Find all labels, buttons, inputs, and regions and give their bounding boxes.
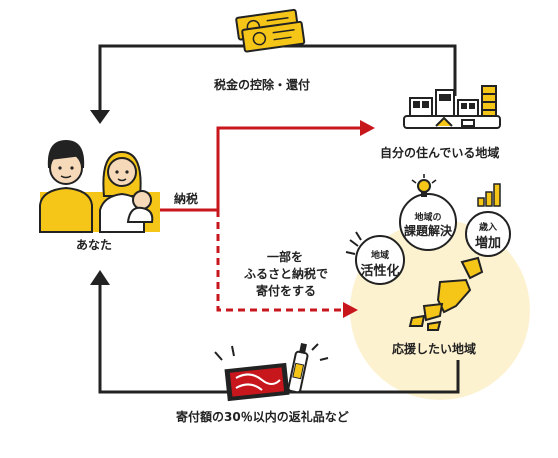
tax-payment-arrowhead [360, 120, 375, 136]
tax-deduction-label: 税金の控除・還付 [214, 78, 311, 92]
bubble-revenue-increase [465, 211, 511, 257]
bar-chart-icon [477, 183, 501, 207]
tax-payment-label: 納税 [174, 192, 199, 206]
lightbulb-icon [411, 174, 437, 197]
return-gifts-label: 寄付額の30％以内の返礼品など [176, 410, 349, 424]
japan-map-icon [408, 256, 484, 331]
you-label: あなた [76, 238, 113, 252]
furusato-donation-arrowhead [343, 302, 358, 318]
bubble-problem-small: 地域の [414, 213, 442, 223]
family-icon [39, 140, 160, 233]
sparkle-icon [345, 231, 362, 255]
bubble-vitalization-small: 地域 [370, 251, 389, 261]
tax-payment-flow-arrow [160, 126, 362, 212]
money-bills-icon [235, 8, 306, 53]
bubble-problem-solving [399, 193, 457, 251]
return-gift-arrowhead [90, 270, 110, 285]
tax-refund-arrowhead [90, 110, 110, 124]
support-region-label: 応援したい地域 [392, 342, 477, 356]
gift-box-icon [214, 343, 329, 402]
furusato-line2-label: ふるさと納税で [243, 267, 328, 281]
bubble-revenue-big: 増加 [474, 236, 501, 251]
own-region-label: 自分の住んでいる地域 [380, 146, 500, 160]
town-buildings-icon [403, 85, 501, 129]
furusato-line3-label: 寄付をする [255, 284, 316, 298]
furusato-donation-flow-arrow [216, 210, 345, 312]
bubble-revenue-small: 歳入 [478, 223, 497, 233]
bubble-vitalization [355, 235, 405, 285]
bubble-vitalization-big: 活性化 [360, 264, 400, 279]
furusato-line1-label: 一部を [266, 250, 303, 264]
bubble-problem-big: 課題解決 [403, 224, 452, 238]
